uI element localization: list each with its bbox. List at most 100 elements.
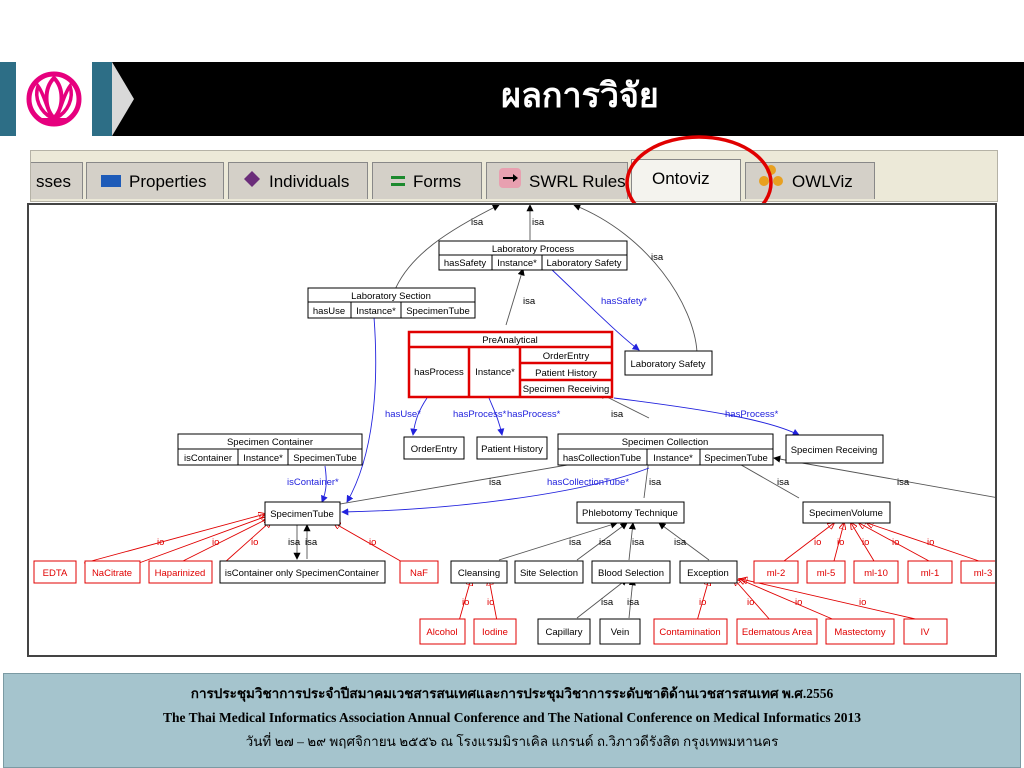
edge-label-isa: isa <box>471 217 484 228</box>
tab-label: sses <box>36 172 71 191</box>
node-cleansing[interactable]: Cleansing <box>450 560 508 584</box>
node-laboratory-process[interactable]: Laboratory Process hasSafety Instance* L… <box>438 240 628 271</box>
swrl-arrow-icon <box>499 164 521 201</box>
node-cell: Patient History <box>535 368 597 379</box>
node-edta[interactable]: EDTA <box>33 560 77 584</box>
node-specimen-collection[interactable]: Specimen Collection hasCollectionTube In… <box>557 433 774 466</box>
node-edematous-area[interactable]: Edematous Area <box>736 618 818 645</box>
node-ml-10[interactable]: ml-10 <box>853 560 899 584</box>
edge-label-has-process: hasProcess* <box>507 409 561 420</box>
node-ml-2[interactable]: ml-2 <box>753 560 799 584</box>
node-patient-history[interactable]: Patient History <box>476 436 548 460</box>
edge-label-io: io <box>212 537 219 548</box>
tab-label: Individuals <box>269 172 350 191</box>
node-ml-3[interactable]: ml-3 <box>960 560 997 584</box>
node-specimen-receiving[interactable]: Specimen Receiving <box>785 434 884 464</box>
node-label: Alcohol <box>426 627 457 638</box>
node-preanalytical[interactable]: PreAnalytical hasProcess Instance* Order… <box>407 330 614 399</box>
conference-footer: การประชุมวิชาการประจำปีสมาคมเวชสารสนเทศแ… <box>3 673 1021 768</box>
edge-label-isa: isa <box>532 217 545 228</box>
node-label: Patient History <box>481 444 543 455</box>
node-title: Specimen Container <box>227 437 313 448</box>
node-title: PreAnalytical <box>482 335 537 346</box>
edge-label-io: io <box>892 537 899 548</box>
edge-label-io: io <box>462 597 469 608</box>
edge-labels: isa isa isa isa isa isa isa isa isa isa … <box>157 217 934 608</box>
edge-label-has-collection-tube: hasCollectionTube* <box>547 477 629 488</box>
node-cell: Specimen Receiving <box>523 384 610 395</box>
node-naf[interactable]: NaF <box>399 560 439 584</box>
edge-label-io: io <box>862 537 869 548</box>
node-contamination[interactable]: Contamination <box>653 618 728 645</box>
node-alcohol[interactable]: Alcohol <box>419 618 466 645</box>
tab-label: Forms <box>413 172 462 191</box>
logo-right-block <box>92 62 112 136</box>
tab-ontoviz[interactable]: Ontoviz <box>631 159 741 201</box>
node-cell: isContainer <box>184 453 232 464</box>
node-label: SpecimenTube <box>270 509 334 520</box>
node-na-citrate[interactable]: NaCitrate <box>84 560 141 584</box>
node-label: Exception <box>687 568 729 579</box>
tab-label: Ontoviz <box>652 169 710 188</box>
node-label: NaCitrate <box>92 568 132 579</box>
node-ml-5[interactable]: ml-5 <box>806 560 846 584</box>
node-label: Edematous Area <box>742 627 813 638</box>
node-specimen-volume[interactable]: SpecimenVolume <box>802 501 891 524</box>
tab-label: OWLViz <box>792 172 853 191</box>
node-label: Mastectomy <box>834 627 885 638</box>
node-cell: OrderEntry <box>543 351 590 362</box>
node-iodine[interactable]: Iodine <box>473 618 517 645</box>
node-blood-selection[interactable]: Blood Selection <box>591 560 671 584</box>
edge-label-io: io <box>747 597 754 608</box>
tab-swrl-rules[interactable]: SWRL Rules <box>486 162 628 199</box>
header-bar <box>0 62 1024 136</box>
node-ml-1[interactable]: ml-1 <box>907 560 953 584</box>
node-cell: Instance* <box>243 453 283 464</box>
node-title: Laboratory Section <box>351 291 431 302</box>
node-vein[interactable]: Vein <box>599 618 641 645</box>
node-label: Contamination <box>659 627 720 638</box>
node-label: ml-10 <box>864 568 888 579</box>
forms-icon <box>391 164 405 201</box>
node-cell: SpecimenTube <box>406 306 470 317</box>
node-laboratory-section[interactable]: Laboratory Section hasUse Instance* Spec… <box>307 287 476 319</box>
node-mastectomy[interactable]: Mastectomy <box>825 618 895 645</box>
node-title: Specimen Collection <box>622 437 709 448</box>
tab-forms[interactable]: Forms <box>372 162 482 199</box>
node-cell: Instance* <box>475 367 515 378</box>
node-laboratory-safety[interactable]: Laboratory Safety <box>624 350 713 376</box>
edge-label-has-use: hasUse* <box>385 409 421 420</box>
footer-line-thai: การประชุมวิชาการประจำปีสมาคมเวชสารสนเทศแ… <box>190 686 834 701</box>
edge-label-isa: isa <box>569 537 582 548</box>
edge-label-io: io <box>814 537 821 548</box>
node-label: Cleansing <box>458 568 500 579</box>
node-label: ml-2 <box>767 568 785 579</box>
edge-label-isa: isa <box>288 537 301 548</box>
node-haparinized[interactable]: Haparinized <box>148 560 213 584</box>
node-cell: hasProcess <box>414 367 464 378</box>
node-exception[interactable]: Exception <box>679 560 738 584</box>
tab-individuals[interactable]: Individuals <box>228 162 368 199</box>
node-cell: hasUse <box>313 306 345 317</box>
node-label: Phlebotomy Technique <box>582 508 678 519</box>
node-capillary[interactable]: Capillary <box>537 618 591 645</box>
node-label: Laboratory Safety <box>631 359 706 370</box>
ontoviz-diagram-panel[interactable]: isa isa isa isa isa isa isa isa isa isa … <box>27 203 997 657</box>
node-site-selection[interactable]: Site Selection <box>514 560 584 584</box>
node-specimen-tube[interactable]: SpecimenTube <box>264 501 341 526</box>
node-order-entry[interactable]: OrderEntry <box>403 436 465 460</box>
node-iv[interactable]: IV <box>903 618 948 645</box>
node-label: OrderEntry <box>411 444 458 455</box>
node-label: Blood Selection <box>598 568 664 579</box>
edge-label-is-container: isContainer* <box>287 477 339 488</box>
node-specimen-container[interactable]: Specimen Container isContainer Instance*… <box>177 433 363 466</box>
individuals-icon <box>243 164 261 201</box>
node-label: Haparinized <box>155 568 206 579</box>
edge-label-isa: isa <box>611 409 624 420</box>
edge-label-io: io <box>837 537 844 548</box>
node-is-container-only[interactable]: isContainer only SpecimenContainer <box>219 560 386 584</box>
tab-classes[interactable]: sses <box>31 162 83 199</box>
tab-properties[interactable]: Properties <box>86 162 224 199</box>
tab-label: SWRL Rules <box>529 172 626 191</box>
node-phlebotomy-technique[interactable]: Phlebotomy Technique <box>576 501 685 524</box>
